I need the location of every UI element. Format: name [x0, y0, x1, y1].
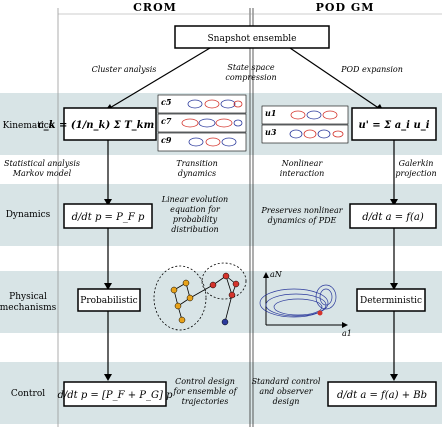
note-control-design: Control design	[175, 377, 235, 386]
row-label-physical: Physical	[9, 292, 47, 302]
note-design: design	[273, 397, 300, 406]
row-label-kinematics: Kinematics	[3, 121, 54, 131]
pod-equation: u' = Σ a_i u_i	[358, 120, 429, 131]
row-label-mechanisms: mechanisms	[0, 303, 57, 313]
dynamics-left-box	[63, 203, 153, 229]
note-projection: projection	[395, 169, 436, 178]
note-dynamics: dynamics	[178, 169, 216, 178]
note-standard-control: Standard control	[252, 377, 321, 386]
snapshot-c9	[157, 132, 247, 152]
note-for-ensemble: for ensemble of	[172, 387, 238, 396]
note-distribution: distribution	[171, 225, 218, 234]
dynamics-right-equation: d/dt a = f(a)	[362, 212, 424, 223]
deterministic-box	[356, 288, 426, 312]
note-galerkin: Galerkin	[399, 159, 434, 168]
arrow-left-2-head	[104, 283, 112, 290]
deterministic-label: Deterministic	[360, 296, 422, 306]
label-cluster-analysis: Cluster analysis	[92, 65, 157, 74]
axis-label-an: aN	[270, 270, 283, 279]
pod-equation-box	[351, 107, 437, 141]
ck-equation: c_k = (1/n_k) Σ T_km v^m	[38, 120, 183, 131]
arrow-left-1-head	[104, 199, 112, 206]
control-right-equation: d/dt a = f(a) + Bb	[337, 390, 427, 401]
note-transition: Transition	[176, 159, 218, 168]
axis-label-a1: a1	[342, 329, 352, 338]
probabilistic-label: Probabilistic	[80, 296, 137, 306]
ck-equation-box	[63, 107, 157, 141]
cluster-snapshots: c5 c7 c9	[157, 94, 247, 152]
note-probability: probability	[173, 215, 218, 224]
note-markov-model: Markov model	[12, 169, 72, 178]
note-and-observer: and observer	[259, 387, 313, 396]
arrow-right-3-head	[390, 374, 398, 381]
header-podgm: POD GM	[316, 1, 375, 14]
row-label-control: Control	[11, 389, 45, 399]
snapshot-label-c7: c7	[161, 116, 172, 126]
control-left-box	[63, 381, 167, 407]
note-trajectories: trajectories	[182, 397, 229, 406]
note-nonlinear: Nonlinear	[281, 159, 324, 168]
pod-mode-snapshots: u1 u3	[261, 105, 349, 144]
note-interaction: interaction	[280, 169, 324, 178]
arrow-left-3-head	[104, 374, 112, 381]
snapshot-label-c5: c5	[161, 97, 172, 107]
header-crom: CROM	[133, 1, 177, 14]
snapshot-u3	[261, 124, 349, 144]
dynamics-left-equation: d/dt p = P_F p	[72, 212, 145, 223]
label-compression: compression	[225, 73, 276, 82]
control-right-box	[327, 381, 437, 407]
snapshot-label-u3: u3	[265, 127, 277, 137]
snapshot-ensemble-label: Snapshot ensemble	[208, 34, 297, 44]
phase-portrait: aN a1	[259, 270, 352, 338]
probabilistic-box	[77, 288, 141, 312]
note-preserves-nonlinear: Preserves nonlinear	[260, 206, 343, 215]
arrow-right-1-head	[390, 199, 398, 206]
snapshot-ensemble-box	[174, 25, 330, 49]
arrow-pod	[289, 47, 381, 110]
dynamics-right-box	[349, 203, 437, 229]
note-statistical-analysis: Statistical analysis	[4, 159, 80, 168]
markov-cluster-graph	[153, 262, 247, 331]
arrow-cluster	[107, 47, 211, 110]
label-state-space: State space	[227, 63, 274, 72]
arrow-right-2-head	[390, 283, 398, 290]
control-left-equation: d/dt p = [P_F + P_G] p	[57, 390, 173, 401]
snapshot-label-u1: u1	[265, 108, 276, 118]
row-label-dynamics: Dynamics	[6, 210, 51, 220]
snapshot-label-c9: c9	[161, 135, 172, 145]
note-linear-evolution: Linear evolution	[161, 195, 228, 204]
snapshot-c7	[157, 113, 247, 133]
note-equation-for: equation for	[170, 205, 221, 214]
note-dynamics-of-pde: dynamics of PDE	[268, 216, 337, 225]
label-pod-expansion: POD expansion	[340, 65, 403, 74]
